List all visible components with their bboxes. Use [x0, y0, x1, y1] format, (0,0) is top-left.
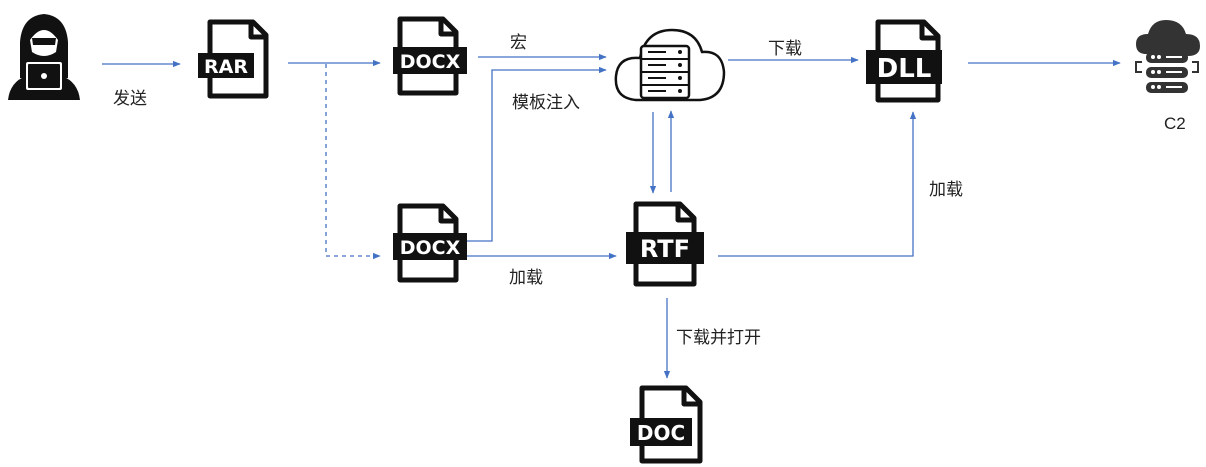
- rar-file-icon: [198, 19, 269, 99]
- docx-bottom-label: DOCX: [400, 237, 461, 259]
- edge-label-load-dll: 加载: [929, 180, 963, 200]
- dll-file-icon: [866, 19, 942, 103]
- rar-label: RAR: [204, 56, 248, 78]
- edge-label-template-injection: 模板注入: [512, 93, 580, 113]
- edge-template-injection: [467, 66, 607, 242]
- docx-top-file-icon: [393, 16, 467, 96]
- rtf-label: RTF: [640, 235, 690, 263]
- doc-label: DOC: [637, 421, 685, 445]
- cloud-server-icon: [614, 28, 726, 102]
- rtf-file-icon: [626, 201, 704, 287]
- edge-label-download: 下载: [768, 39, 802, 59]
- doc-file-icon: [630, 385, 703, 464]
- edge-label-load-rtf: 加载: [509, 268, 543, 288]
- edge-rar-docx-bottom-dashed: [325, 64, 381, 260]
- edge-label-macro: 宏: [510, 33, 527, 53]
- edge-load-dll: [718, 111, 917, 257]
- edge-label-send: 发送: [113, 89, 147, 109]
- hacker-laptop-icon: [8, 14, 80, 100]
- docx-bottom-file-icon: [393, 203, 467, 283]
- edges: [102, 53, 1121, 379]
- edge-label-download-open: 下载并打开: [676, 328, 761, 348]
- c2-server-icon: [1135, 20, 1200, 93]
- docx-top-label: DOCX: [400, 51, 461, 73]
- dll-label: DLL: [877, 54, 932, 84]
- c2-label: C2: [1164, 114, 1186, 133]
